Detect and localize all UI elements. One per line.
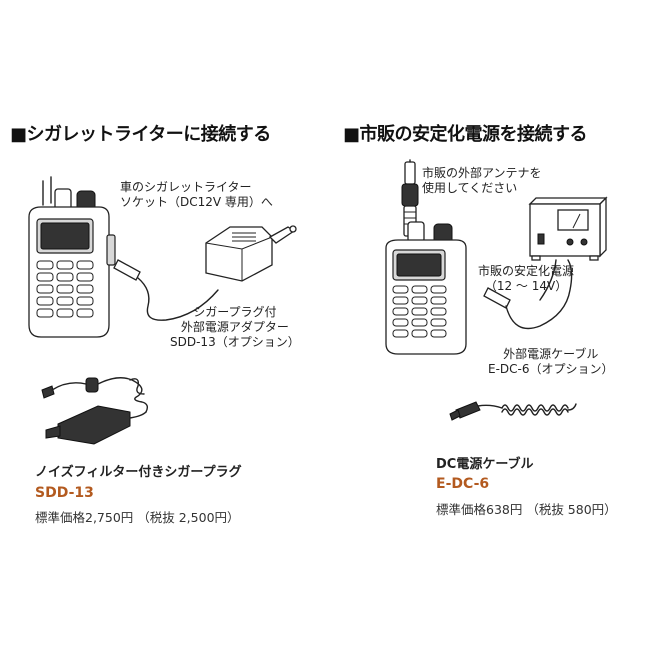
- radio-transceiver-icon: [28, 176, 116, 338]
- psu-cable: [483, 259, 573, 330]
- antenna-cable: [409, 159, 411, 163]
- adapter-note: シガープラグ付 外部電源アダプター SDD-13（オプション）: [170, 305, 300, 349]
- right-product-price: 標準価格638円 （税抜 580円）: [436, 502, 617, 517]
- adapter-cable: [113, 259, 219, 321]
- right-product-name: DC電源ケーブル: [436, 457, 534, 472]
- cable-note: 外部電源ケーブル E-DC-6（オプション）: [488, 347, 614, 376]
- left-product-model: SDD-13: [35, 485, 94, 501]
- edc6-product-image: [449, 401, 577, 421]
- left-product-price: 標準価格2,750円 （税抜 2,500円）: [35, 510, 240, 525]
- psu-note: 市販の安定化電源 （12 ～ 14V）: [478, 264, 575, 293]
- left-section-title: ■シガレットライターに接続する: [10, 124, 271, 145]
- right-product-model: E-DC-6: [436, 476, 490, 492]
- power-supply-icon: [528, 196, 608, 261]
- antenna-note: 市販の外部アンテナを 使用してください: [422, 166, 542, 195]
- socket-note: 車のシガレットライター ソケット（DC12V 専用）へ: [120, 180, 273, 209]
- left-product-name: ノイズフィルター付きシガープラグ: [35, 465, 242, 480]
- sdd13-product-image: [41, 377, 149, 445]
- right-section-title: ■市販の安定化電源を接続する: [343, 124, 588, 145]
- radio-transceiver-icon: [385, 221, 467, 355]
- cigarette-adapter-icon: [205, 225, 297, 282]
